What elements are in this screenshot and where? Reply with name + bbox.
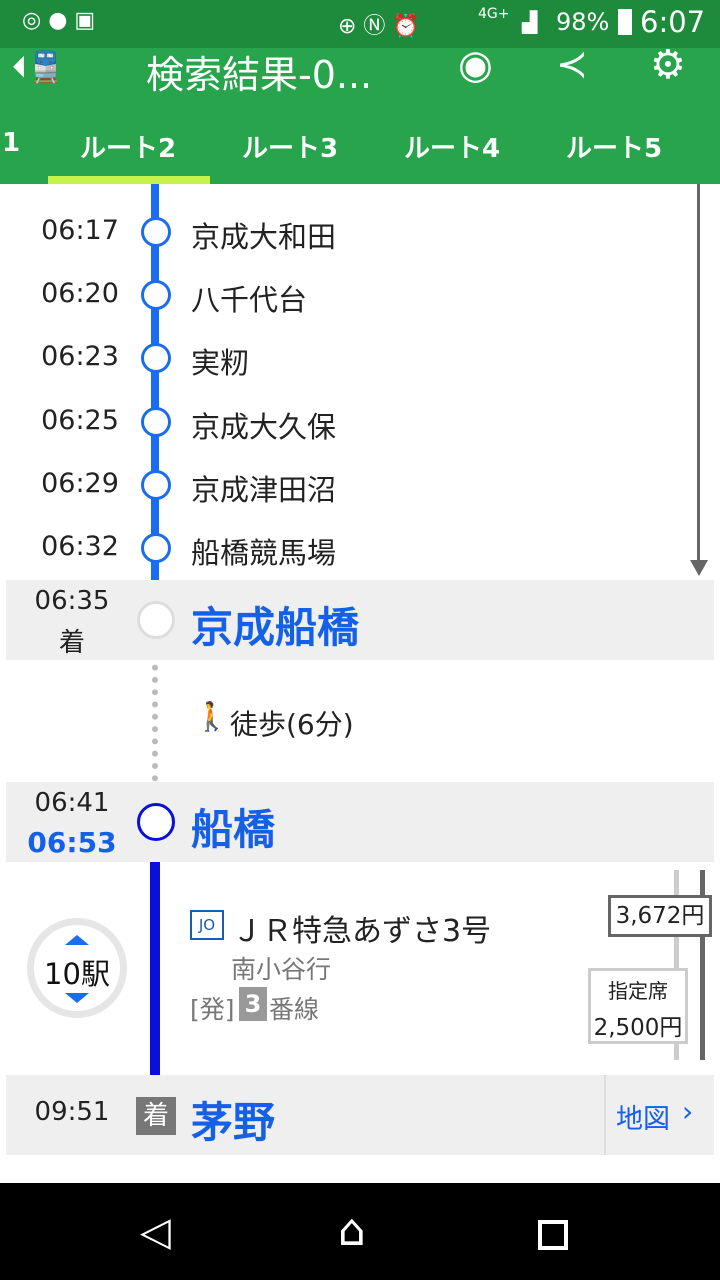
stop-dot <box>141 470 171 500</box>
fare-label: 3,672円 <box>608 895 712 937</box>
stop-name[interactable]: 船橋競馬場 <box>191 536 337 570</box>
walk-line <box>152 640 158 806</box>
arrival-badge: 着 <box>136 1097 176 1135</box>
recents-icon[interactable] <box>538 1220 568 1250</box>
battery-icon <box>618 9 632 35</box>
train-name[interactable]: ＪＲ特急あずさ3号 <box>232 914 492 949</box>
stop-time: 06:20 <box>41 278 119 309</box>
down-arrow-icon <box>690 560 708 576</box>
gear-icon[interactable]: ⚙ <box>650 42 686 88</box>
arrival-time: 06:35 <box>34 586 110 616</box>
stop-time: 06:23 <box>41 341 119 372</box>
active-tab-indicator <box>48 176 210 184</box>
map-button[interactable]: 地図 › <box>604 1075 714 1155</box>
fare-range <box>700 870 705 1060</box>
stop-name[interactable]: 実籾 <box>191 346 250 380</box>
location-icon[interactable]: ◉ <box>458 42 493 88</box>
expand-up-icon <box>65 935 89 945</box>
tab-route-1[interactable]: 1 <box>2 128 21 158</box>
line-badge: JO <box>190 910 224 940</box>
stop-name[interactable]: 京成大久保 <box>191 410 337 444</box>
map-label: 地図 <box>616 1104 670 1135</box>
status-icons: ◎ ● ▣ <box>22 8 96 33</box>
platform-number: 3 <box>239 987 267 1021</box>
arrival-time: 09:51 <box>34 1097 110 1127</box>
expand-down-icon <box>65 993 89 1003</box>
reserved-seat-fare: 指定席 2,500円 <box>588 968 688 1044</box>
station-name: 船橋 <box>191 805 276 854</box>
arrival-label: 着 <box>58 628 85 658</box>
station-name: 茅野 <box>191 1098 276 1147</box>
system-icons: ⊕ Ⓝ ⏰ <box>338 14 420 39</box>
stop-dot <box>141 280 171 310</box>
back-train-icon[interactable]: ⏴🚆 <box>12 50 65 85</box>
walk-text: 徒歩(6分) <box>230 708 354 741</box>
seat-fare-range <box>674 870 679 1060</box>
stop-time: 06:29 <box>41 468 119 499</box>
station-name: 京成船橋 <box>191 603 360 652</box>
status-bar: ◎ ● ▣ ⊕ Ⓝ ⏰ 4G+ ▟ 98% 6:07 <box>0 0 720 48</box>
arrival-station-row[interactable]: 06:35 着 京成船橋 <box>6 580 714 660</box>
stop-name[interactable]: 京成津田沼 <box>191 473 337 507</box>
home-icon[interactable]: ⌂ <box>338 1205 366 1256</box>
back-icon[interactable]: ◁ <box>140 1209 171 1255</box>
stop-dot <box>141 217 171 247</box>
station-dot <box>137 601 175 639</box>
platform-suffix: 番線 <box>269 995 320 1024</box>
transfer-station-row[interactable]: 06:41 06:53 船橋 <box>6 782 714 862</box>
network-label: 4G+ <box>478 6 510 22</box>
train-destination: 南小谷行 <box>231 955 332 984</box>
stop-time: 06:25 <box>41 405 119 436</box>
transfer-departure-time[interactable]: 06:53 <box>27 826 117 859</box>
navigation-bar: ◁ ⌂ <box>0 1183 720 1280</box>
route-line-keisei <box>151 184 159 620</box>
page-title: 検索結果-0... <box>146 53 373 97</box>
scroll-arrow-line <box>697 184 700 564</box>
stop-dot <box>141 533 171 563</box>
route-line-jr <box>150 820 160 1095</box>
tab-route-3[interactable]: ルート3 <box>242 134 339 164</box>
tab-route-2[interactable]: ルート2 <box>80 134 177 164</box>
stop-name[interactable]: 京成大和田 <box>191 220 337 254</box>
share-icon[interactable]: ≺ <box>556 42 588 86</box>
seat-label: 指定席 <box>608 979 668 1003</box>
stop-dot <box>141 343 171 373</box>
destination-station-row[interactable]: 09:51 着 茅野 地図 › <box>6 1075 714 1155</box>
transfer-arrival-time: 06:41 <box>34 788 110 818</box>
station-count-button[interactable]: 10駅 <box>27 918 127 1018</box>
stop-time: 06:32 <box>41 531 119 562</box>
chevron-right-icon: › <box>682 1095 694 1128</box>
tab-route-5[interactable]: ルート5 <box>566 134 663 164</box>
stop-name[interactable]: 八千代台 <box>191 283 308 317</box>
seat-fare: 2,500円 <box>593 1015 683 1041</box>
station-dot <box>137 803 175 841</box>
signal-icon: ▟ <box>522 10 538 34</box>
app-bar: ⏴🚆 検索結果-0... ◉ ≺ ⚙ 1 ルート2 ルート3 ルート4 ルート5 <box>0 42 720 184</box>
tab-route-4[interactable]: ルート4 <box>404 134 501 164</box>
clock: 6:07 <box>640 5 706 39</box>
platform-prefix: [発] <box>190 995 235 1024</box>
station-count: 10駅 <box>44 957 110 991</box>
battery-percent: 98% <box>556 8 610 36</box>
walk-icon: 🚶 <box>194 700 229 733</box>
stop-dot <box>141 407 171 437</box>
stop-time: 06:17 <box>41 215 119 246</box>
